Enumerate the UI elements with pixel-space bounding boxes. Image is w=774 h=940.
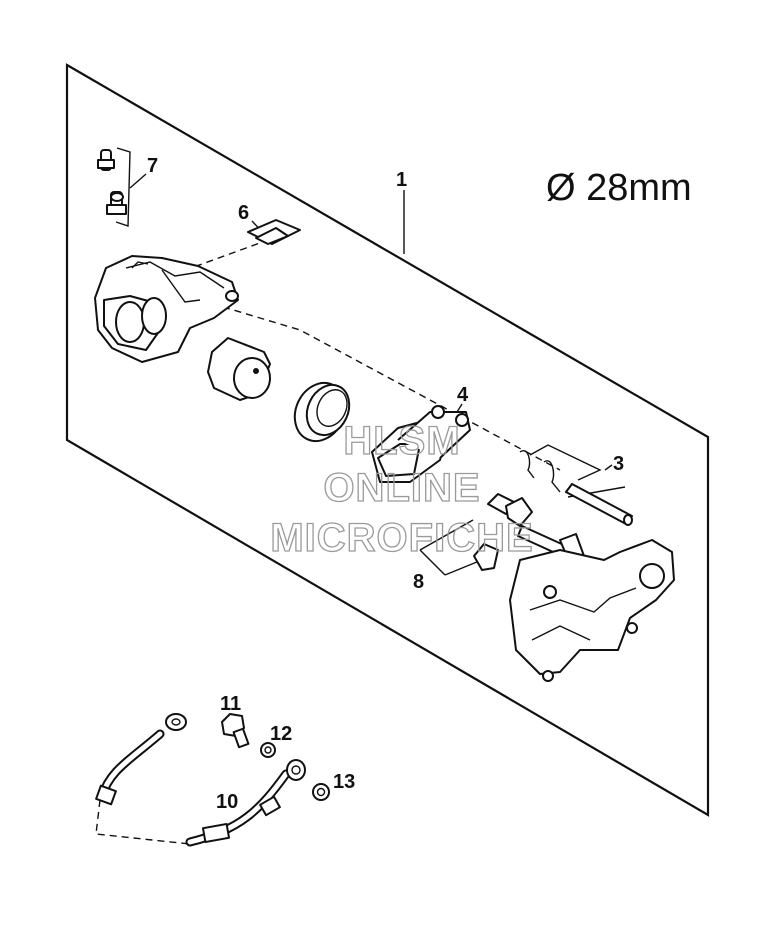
caliper-bracket (509, 539, 675, 682)
label-6: 6 (238, 202, 249, 224)
bleeder-screws (97, 149, 127, 215)
piston-seal (293, 381, 351, 443)
label-7: 7 (147, 155, 158, 177)
label-1: 1 (396, 169, 407, 191)
pad-pin (519, 450, 633, 526)
leader-lines (115, 147, 626, 576)
watermark: HLSM ONLINE MICROFICHE (270, 418, 534, 560)
label-12: 12 (270, 723, 292, 745)
svg-text:HLSM: HLSM (343, 419, 460, 463)
banjo-bolt (221, 713, 250, 749)
piston-diameter-spec: Ø 28mm (546, 167, 692, 209)
svg-text:MICROFICHE: MICROFICHE (270, 516, 533, 560)
label-4: 4 (457, 384, 469, 406)
label-3: 3 (613, 453, 624, 475)
assembly-frame (65, 63, 710, 817)
label-11: 11 (220, 693, 241, 715)
brake-pads (371, 405, 471, 483)
slide-bolts (473, 493, 585, 571)
piston (207, 337, 271, 401)
brake-hose (95, 713, 306, 847)
label-8: 8 (413, 571, 424, 593)
sealing-washers (260, 742, 330, 801)
label-13: 13 (333, 771, 355, 793)
svg-text:ONLINE: ONLINE (323, 466, 480, 510)
pad-spring-plate (247, 219, 301, 245)
label-10: 10 (216, 791, 238, 813)
caliper-body (94, 255, 239, 363)
